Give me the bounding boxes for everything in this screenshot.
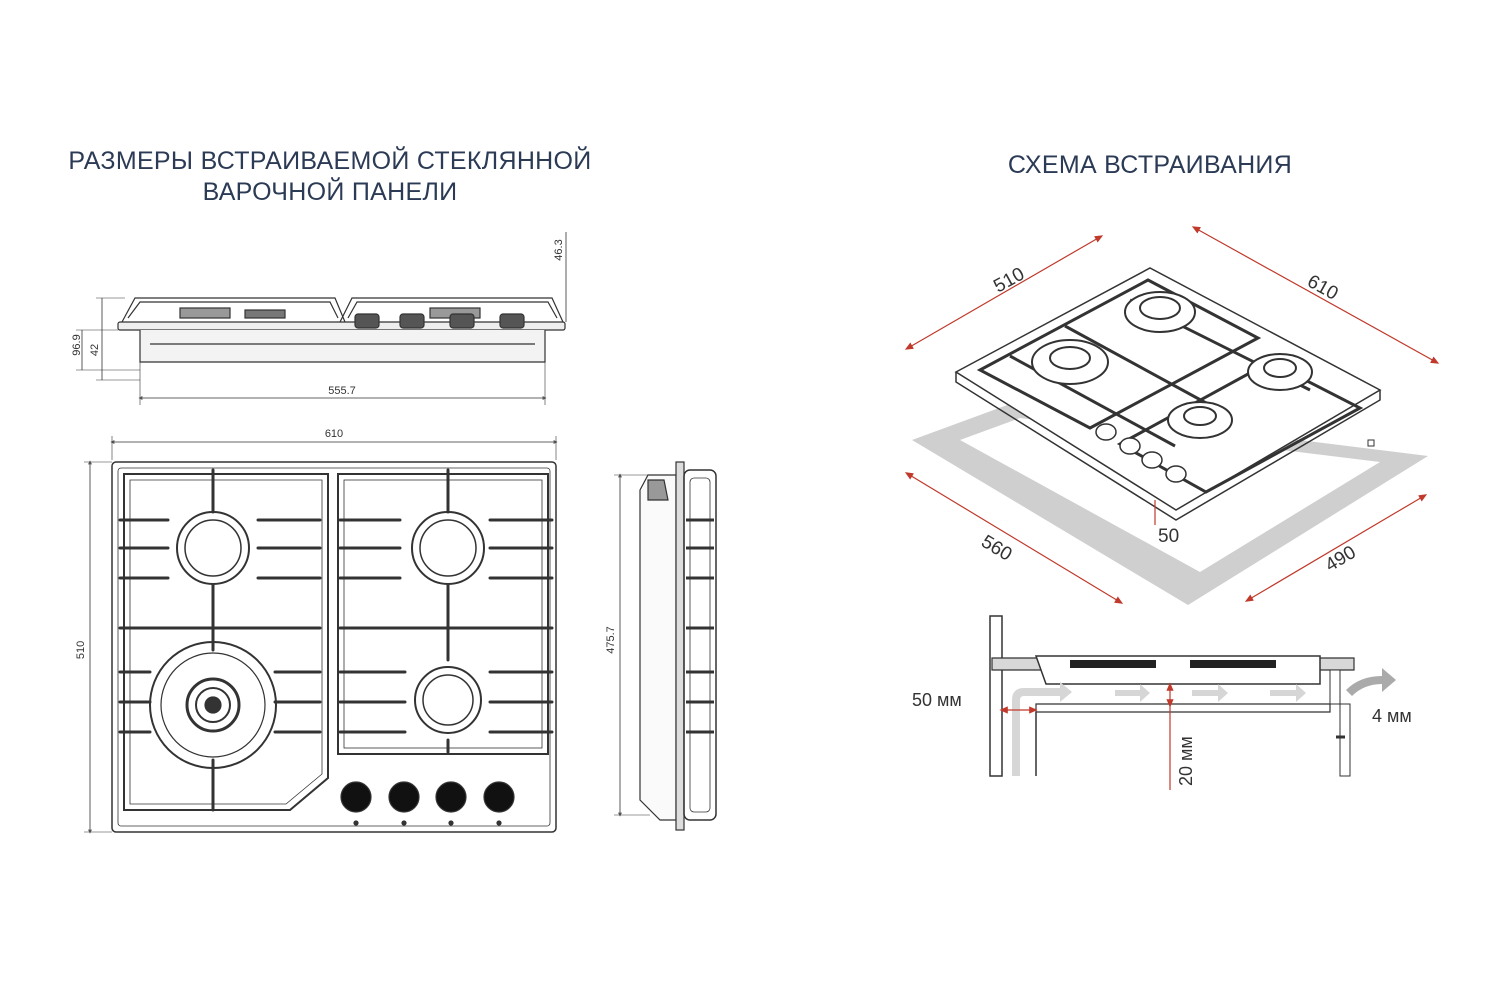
- control-knobs: [340, 781, 515, 826]
- dim-height-total: 96.9: [71, 334, 83, 355]
- left-title: РАЗМЕРЫ ВСТРАИВАЕМОЙ СТЕКЛЯННОЙ ВАРОЧНОЙ…: [40, 146, 620, 208]
- burner-front-left-wok: [149, 641, 277, 769]
- dim-body-width: 555.7: [328, 385, 356, 397]
- burner-front-right: [414, 666, 482, 734]
- airflow-arrows: [1012, 668, 1396, 776]
- section-rear-gap: 4 мм: [1372, 706, 1412, 726]
- iso-dim-edge-gap: 50: [1158, 526, 1179, 547]
- iso-knobs: [1095, 423, 1187, 483]
- dim-side-depth: 475.7: [605, 626, 617, 654]
- iso-dim-hob-width: 610: [1304, 271, 1342, 305]
- top-view: [84, 436, 558, 834]
- left-title-line2: ВАРОЧНОЙ ПАНЕЛИ: [202, 178, 458, 206]
- dim-height-top: 46.3: [553, 239, 565, 260]
- section-bottom-gap: 20 мм: [1176, 736, 1196, 786]
- section-view: [989, 615, 1396, 790]
- left-title-line1: РАЗМЕРЫ ВСТРАИВАЕМОЙ СТЕКЛЯННОЙ: [68, 147, 592, 175]
- iso-dim-cutout-width: 560: [977, 531, 1015, 565]
- section-side-gap: 50 мм: [912, 690, 962, 710]
- burner-rear-right: [411, 511, 485, 585]
- dim-depth: 510: [75, 641, 87, 659]
- iso-dim-cutout-depth: 490: [1322, 542, 1360, 576]
- dim-height-body: 42: [89, 344, 101, 356]
- iso-dim-hob-depth: 510: [990, 264, 1028, 298]
- side-view: [614, 461, 717, 831]
- side-profile-view: [76, 232, 567, 405]
- dim-width: 610: [325, 428, 343, 440]
- isometric-view: [904, 226, 1440, 605]
- burner-rear-left: [176, 511, 250, 585]
- right-title: СХЕМА ВСТРАИВАНИЯ: [1007, 151, 1293, 179]
